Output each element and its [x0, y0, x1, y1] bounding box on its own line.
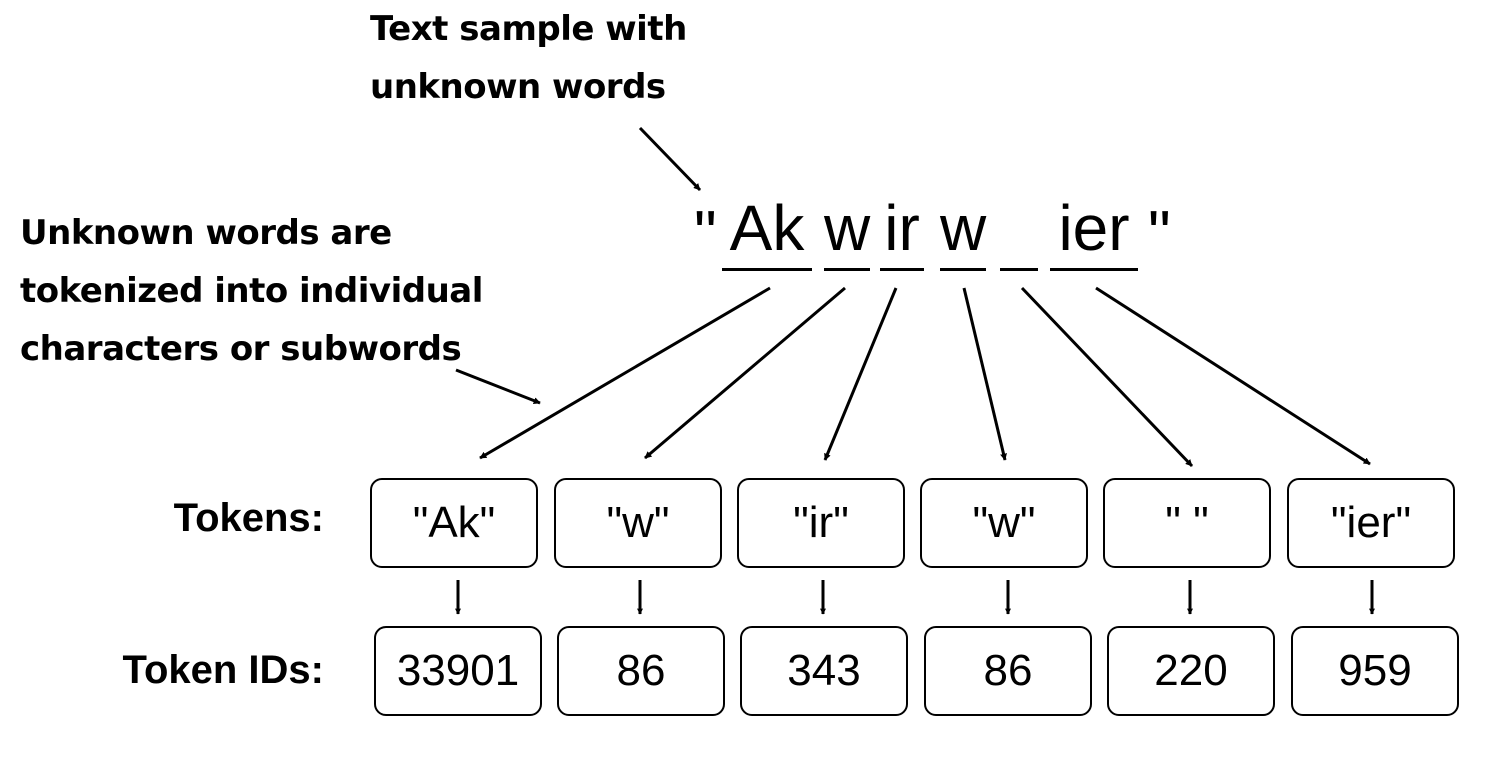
token-id-box: 220: [1107, 626, 1275, 716]
arrow-seg-ak: [479, 286, 771, 460]
arrow-seg-ier: [1095, 286, 1371, 466]
token-id-box: 343: [740, 626, 908, 716]
arrow-seg-ir: [823, 287, 898, 461]
token-ids-label: Token IDs:: [122, 648, 324, 692]
arrow-seg-w2: [962, 287, 1007, 461]
token-id-box: 86: [557, 626, 725, 716]
tokens-label: Tokens:: [173, 496, 324, 540]
token-id-box: 959: [1291, 626, 1459, 716]
annotation-text-sample-line-1: Text sample with: [370, 9, 687, 49]
sample-segment-w: w: [824, 188, 870, 271]
annotation-unknown-words-line-3: characters or subwords: [20, 329, 462, 369]
sample-segment-ak: Ak: [722, 188, 812, 271]
token-id-box: 33901: [374, 626, 542, 716]
token-id-box: 86: [924, 626, 1092, 716]
sample-segment-ir: ir: [880, 188, 924, 271]
annotation-unknown-words-line-1: Unknown words are: [20, 213, 392, 253]
token-box: "ier": [1287, 478, 1455, 568]
token-box: "w": [920, 478, 1088, 568]
sample-segment-w-2: w: [940, 188, 986, 271]
token-box: "w": [554, 478, 722, 568]
annotation-text-sample: Text sample with unknown words: [370, 0, 687, 116]
sample-close-quote: ": [1148, 197, 1171, 269]
annotation-unknown-words: Unknown words are tokenized into individ…: [20, 204, 483, 378]
token-box: "ir": [737, 478, 905, 568]
sample-open-quote: ": [694, 197, 717, 269]
sample-text: " Ak w ir w ier ": [0, 188, 1488, 278]
token-box: "Ak": [370, 478, 538, 568]
arrow-seg-space: [1020, 286, 1194, 468]
arrow-seg-w1: [644, 286, 846, 460]
pointer-text-sample: [638, 126, 702, 192]
annotation-unknown-words-line-2: tokenized into individual: [20, 271, 483, 311]
token-box: " ": [1103, 478, 1271, 568]
pointer-unknown-words: [455, 368, 541, 405]
sample-segment-space: [1000, 188, 1038, 271]
sample-segment-ier: ier: [1050, 188, 1138, 271]
annotation-text-sample-line-2: unknown words: [370, 67, 666, 107]
